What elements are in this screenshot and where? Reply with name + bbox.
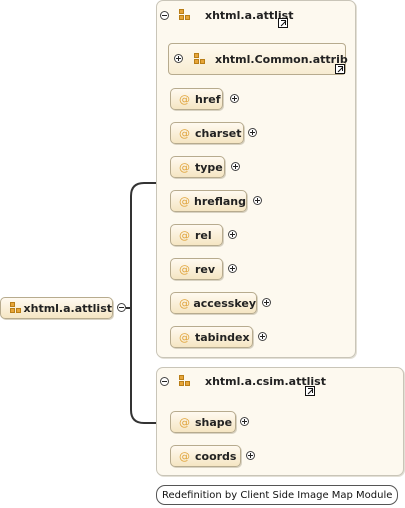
expand-icon[interactable]: [262, 298, 271, 307]
group-label: xhtml.a.csim.attlist: [205, 374, 326, 388]
attribute-href[interactable]: @ href: [170, 88, 223, 110]
attribute-label: rel: [195, 228, 212, 242]
external-link-icon[interactable]: [335, 64, 345, 74]
attribute-icon: @: [179, 228, 190, 242]
attribute-icon: @: [179, 262, 190, 276]
expand-icon[interactable]: [258, 332, 267, 341]
attribute-label: charset: [195, 126, 242, 140]
expand-icon[interactable]: [174, 54, 183, 63]
collapse-icon[interactable]: [160, 10, 169, 20]
attribute-icon: @: [179, 415, 190, 429]
attribute-icon: @: [179, 449, 190, 463]
group-icon: [179, 9, 191, 21]
attribute-icon: @: [179, 92, 190, 106]
group-label: xhtml.a.attlist: [205, 8, 294, 22]
attribute-icon: @: [179, 160, 190, 174]
attribute-label: accesskey: [193, 296, 256, 310]
attribute-label: shape: [195, 415, 233, 429]
expand-icon[interactable]: [228, 230, 237, 239]
attribute-label: href: [195, 92, 221, 106]
collapse-icon[interactable]: [117, 303, 126, 312]
attribute-icon: @: [179, 296, 190, 310]
expand-icon[interactable]: [253, 196, 262, 205]
attribute-rev[interactable]: @ rev: [170, 258, 223, 280]
group-header-csim-attlist[interactable]: xhtml.a.csim.attlist: [160, 372, 326, 390]
common-attrib-group[interactable]: xhtml.Common.attrib: [168, 43, 348, 75]
expand-icon[interactable]: [246, 451, 255, 460]
attribute-icon: @: [179, 126, 190, 140]
collapse-icon[interactable]: [160, 376, 169, 386]
common-attrib-label: xhtml.Common.attrib: [215, 53, 348, 66]
attribute-coords[interactable]: @ coords: [170, 445, 241, 467]
attribute-shape[interactable]: @ shape: [170, 411, 236, 433]
attribute-label: hreflang: [194, 194, 246, 208]
attribute-icon: @: [179, 194, 190, 208]
external-link-icon[interactable]: [305, 386, 315, 396]
expand-icon[interactable]: [240, 417, 249, 426]
attribute-icon: @: [179, 330, 190, 344]
group-icon: [179, 375, 191, 387]
attribute-label: tabindex: [195, 330, 250, 344]
attribute-rel[interactable]: @ rel: [170, 224, 223, 246]
expand-icon[interactable]: [230, 94, 239, 103]
group-header-a-attlist[interactable]: xhtml.a.attlist: [160, 6, 293, 24]
root-element-label: xhtml.a.attlist: [23, 301, 112, 315]
redefinition-note: Redefinition by Client Side Image Map Mo…: [156, 485, 399, 505]
attribute-tabindex[interactable]: @ tabindex: [170, 326, 253, 348]
attribute-label: rev: [195, 262, 216, 276]
expand-icon[interactable]: [228, 264, 237, 273]
expand-icon[interactable]: [248, 128, 257, 137]
attribute-charset[interactable]: @ charset: [170, 122, 244, 144]
attribute-hreflang[interactable]: @ hreflang: [170, 190, 247, 212]
external-link-icon[interactable]: [278, 18, 288, 28]
attribute-accesskey[interactable]: @ accesskey: [170, 292, 257, 314]
attribute-type[interactable]: @ type: [170, 156, 225, 178]
attribute-label: coords: [195, 449, 237, 463]
expand-icon[interactable]: [231, 162, 240, 171]
root-element[interactable]: xhtml.a.attlist: [0, 297, 113, 319]
group-icon: [10, 302, 21, 314]
attribute-label: type: [195, 160, 223, 174]
